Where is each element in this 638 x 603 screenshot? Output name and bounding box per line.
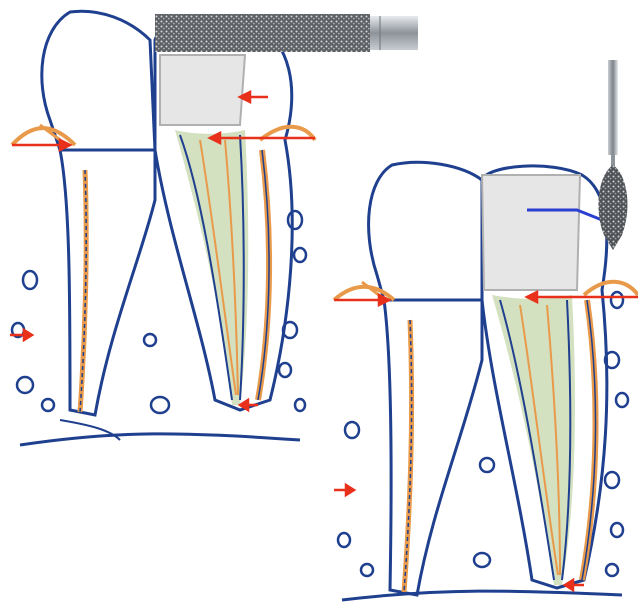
cavity-preparation	[160, 55, 245, 125]
bone-baseline	[20, 434, 300, 445]
cylindrical-bur	[155, 14, 418, 52]
left-tooth-crown	[42, 11, 155, 150]
left-tooth-crown	[369, 162, 482, 300]
cavity-preparation	[482, 175, 580, 290]
left-tooth-root	[60, 150, 155, 415]
tooth-diagram-b	[322, 60, 638, 603]
flame-bur	[598, 60, 627, 250]
diagram-panel-b	[322, 60, 638, 603]
left-tooth-root	[384, 300, 482, 595]
bone-baseline	[342, 591, 622, 600]
